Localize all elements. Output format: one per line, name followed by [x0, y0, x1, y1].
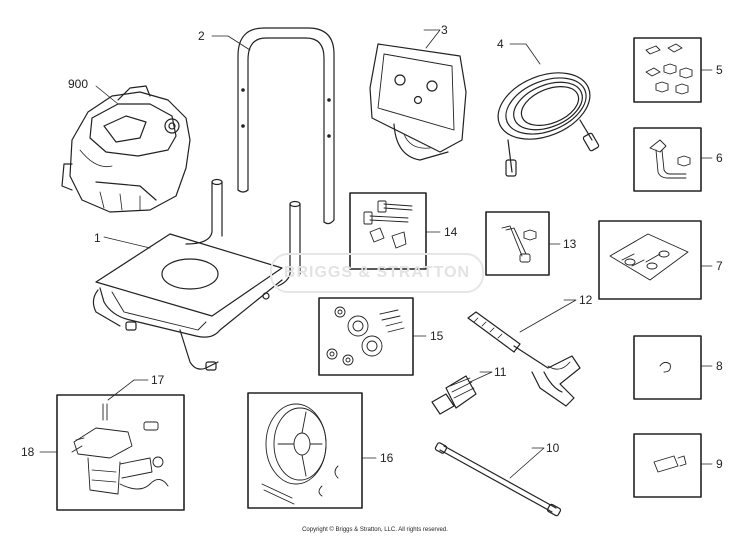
callout-3: 3: [441, 23, 448, 37]
leader-1: [103, 236, 151, 249]
wheel-part-16: [261, 403, 339, 505]
handle-part-2[interactable]: [237, 27, 335, 225]
bracket-part-3[interactable]: [369, 43, 467, 161]
fitting-part-13: [501, 225, 537, 263]
leader-3: [423, 29, 441, 49]
callout-11: 11: [494, 365, 507, 379]
callout-5: 5: [716, 63, 723, 77]
callout-9: 9: [716, 457, 723, 471]
frame-base-part-1[interactable]: [92, 178, 301, 371]
callout-14: 14: [444, 225, 458, 239]
pump-part-18: [71, 421, 169, 495]
callout-1: 1: [94, 231, 101, 245]
callout-16: 16: [380, 451, 394, 465]
callout-12: 12: [579, 293, 593, 307]
bearings-part-15: [326, 306, 405, 366]
kit-box-15[interactable]: [318, 297, 414, 376]
nozzle-part-11[interactable]: [431, 375, 477, 415]
callout-8: 8: [716, 359, 723, 373]
callout-2: 2: [198, 29, 205, 43]
engine-part-900[interactable]: [61, 85, 191, 213]
coupler-part-9: [653, 455, 687, 473]
clip-part-8: [659, 361, 671, 373]
callout-7: 7: [716, 259, 723, 273]
brand-watermark: BRIGGS & STRATTON: [270, 253, 484, 293]
leader-4: [509, 43, 541, 65]
leader-17: [107, 379, 149, 401]
leader-10: [509, 447, 545, 479]
spray-gun-part-12[interactable]: [467, 311, 581, 407]
kit-box-6[interactable]: [633, 127, 702, 192]
fittings-bag-part-7: [609, 233, 689, 281]
pin-part-17[interactable]: [102, 403, 108, 421]
callout-13: 13: [563, 237, 577, 251]
kit-box-14[interactable]: [349, 192, 427, 270]
callout-4: 4: [497, 37, 504, 51]
callout-6: 6: [716, 151, 723, 165]
leader-11: [469, 371, 493, 383]
callout-18: 18: [21, 445, 35, 459]
kit-box-8[interactable]: [633, 335, 702, 400]
bolts-part-14: [363, 200, 413, 249]
callout-900: 900: [68, 77, 89, 91]
copyright-notice: Copyright © Briggs & Stratton, LLC. All …: [302, 527, 448, 533]
kit-box-13[interactable]: [485, 211, 550, 276]
lance-part-10[interactable]: [434, 442, 562, 517]
fittings-part-6: [649, 139, 691, 179]
leader-12: [519, 299, 577, 333]
leader-900: [95, 85, 119, 105]
hose-part-4[interactable]: [488, 60, 600, 177]
callout-10: 10: [546, 441, 560, 455]
kit-box-16[interactable]: [247, 392, 363, 509]
fittings-part-5: [645, 43, 693, 95]
kit-box-7[interactable]: [598, 220, 702, 300]
callout-15: 15: [430, 329, 444, 343]
callout-17: 17: [151, 373, 165, 387]
kit-box-9[interactable]: [633, 433, 702, 498]
leader-2: [211, 35, 251, 51]
kit-box-18[interactable]: [56, 394, 185, 511]
